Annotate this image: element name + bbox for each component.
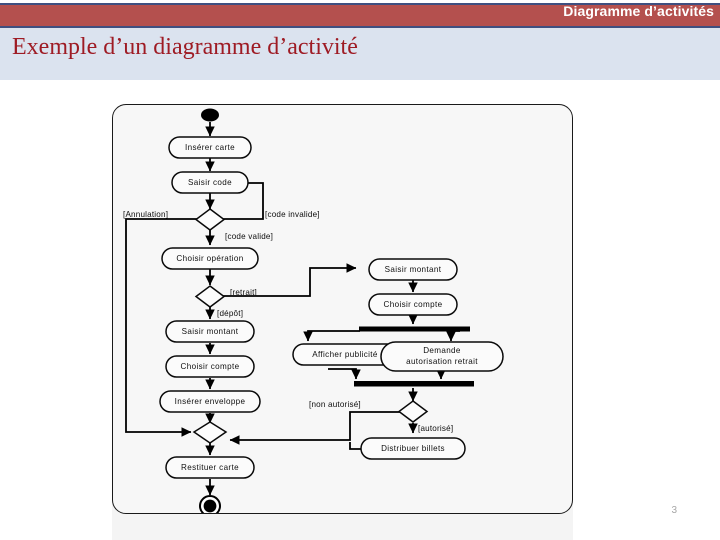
activity-label: Restituer carte: [181, 463, 239, 472]
activity-label: Insérer enveloppe: [175, 397, 246, 406]
activity-node-choisir-compte-depot: Choisir compte: [165, 355, 255, 378]
merge-node-final: [192, 421, 228, 444]
activity-label: Saisir montant: [385, 265, 442, 274]
slide-header-bar: [0, 3, 720, 28]
activity-label: Afficher publicité: [312, 350, 378, 359]
guard-label-autorise: [autorisé]: [418, 424, 453, 433]
activity-label: Insérer carte: [185, 143, 235, 152]
guard-label-depot: [dépôt]: [217, 309, 243, 318]
guard-label-retrait: [retrait]: [230, 288, 257, 297]
activity-label: Distribuer billets: [381, 444, 445, 453]
activity-node-saisir-code: Saisir code: [171, 171, 249, 194]
activity-label-line1: Demande: [423, 346, 461, 355]
decision-node-autorisation: [397, 400, 429, 423]
initial-state-node: [201, 108, 219, 122]
activity-node-choisir-operation: Choisir opération: [161, 247, 259, 270]
activity-node-choisir-compte-retrait: Choisir compte: [368, 293, 458, 316]
edge-retrait-to-saisir-montant: [223, 263, 357, 297]
edge-non-autorise-to-merge: [229, 411, 400, 445]
guard-label-annulation: [Annulation]: [123, 210, 168, 219]
activity-node-inserer-enveloppe: Insérer enveloppe: [159, 390, 261, 413]
activity-node-restituer-carte: Restituer carte: [165, 456, 255, 479]
activity-node-saisir-montant-depot: Saisir montant: [165, 320, 255, 343]
activity-diagram-panel: Insérer carte Saisir code [Annulation] […: [112, 104, 573, 514]
edge-fork-to-demande-autorisation: [446, 330, 460, 342]
join-bar: [354, 381, 474, 387]
activity-label: Choisir opération: [176, 254, 243, 263]
page-number: 3: [671, 505, 677, 516]
edge-afficher-publicite-to-join: [328, 368, 361, 380]
fork-bar: [359, 326, 470, 332]
activity-node-distribuer-billets: Distribuer billets: [360, 437, 466, 460]
activity-node-demande-autorisation: Demande autorisation retrait: [380, 341, 504, 372]
activity-diagram-canvas: Insérer carte Saisir code [Annulation] […: [123, 108, 504, 513]
activity-label: Choisir compte: [384, 300, 443, 309]
edge-fork-to-afficher-publicite: [303, 330, 360, 342]
activity-label: Saisir montant: [182, 327, 239, 336]
page-title: Exemple d’un diagramme d’activité: [12, 34, 358, 60]
activity-label: Choisir compte: [181, 362, 240, 371]
decision-node-operation: [194, 285, 226, 308]
final-state-node: [199, 495, 221, 513]
activity-label: Saisir code: [188, 178, 232, 187]
slide-header-title: Diagramme d’activités: [563, 3, 714, 19]
activity-label-line2: autorisation retrait: [406, 357, 478, 366]
guard-label-code-invalide: [code invalide]: [265, 210, 320, 219]
guard-label-code-valide: [code valide]: [225, 232, 273, 241]
decision-node-code: [194, 208, 226, 231]
edge-distribuer-billets-to-merge: [349, 442, 361, 450]
slide-title-band: [0, 28, 720, 80]
guard-label-non-autorise: [non autorisé]: [309, 400, 361, 409]
activity-node-inserer-carte: Insérer carte: [168, 136, 252, 159]
activity-node-saisir-montant-retrait: Saisir montant: [368, 258, 458, 281]
edge-annulation-to-merge: [125, 218, 197, 437]
